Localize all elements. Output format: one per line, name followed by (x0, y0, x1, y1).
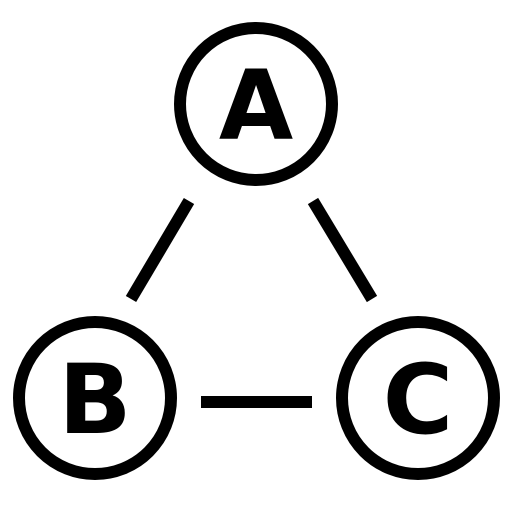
node-label: B (58, 344, 131, 456)
node-circle (13, 316, 177, 480)
edge-a-c (307, 197, 378, 303)
node-label: C (383, 344, 453, 456)
nodes-layer: A B C (13, 22, 500, 480)
edges-layer (125, 197, 378, 408)
node-circle (336, 316, 500, 480)
edge-a-b (125, 197, 195, 303)
node-circle (174, 22, 338, 186)
node-b: B (13, 316, 177, 480)
node-a: A (174, 22, 338, 186)
node-label: A (219, 50, 293, 162)
node-c: C (336, 316, 500, 480)
